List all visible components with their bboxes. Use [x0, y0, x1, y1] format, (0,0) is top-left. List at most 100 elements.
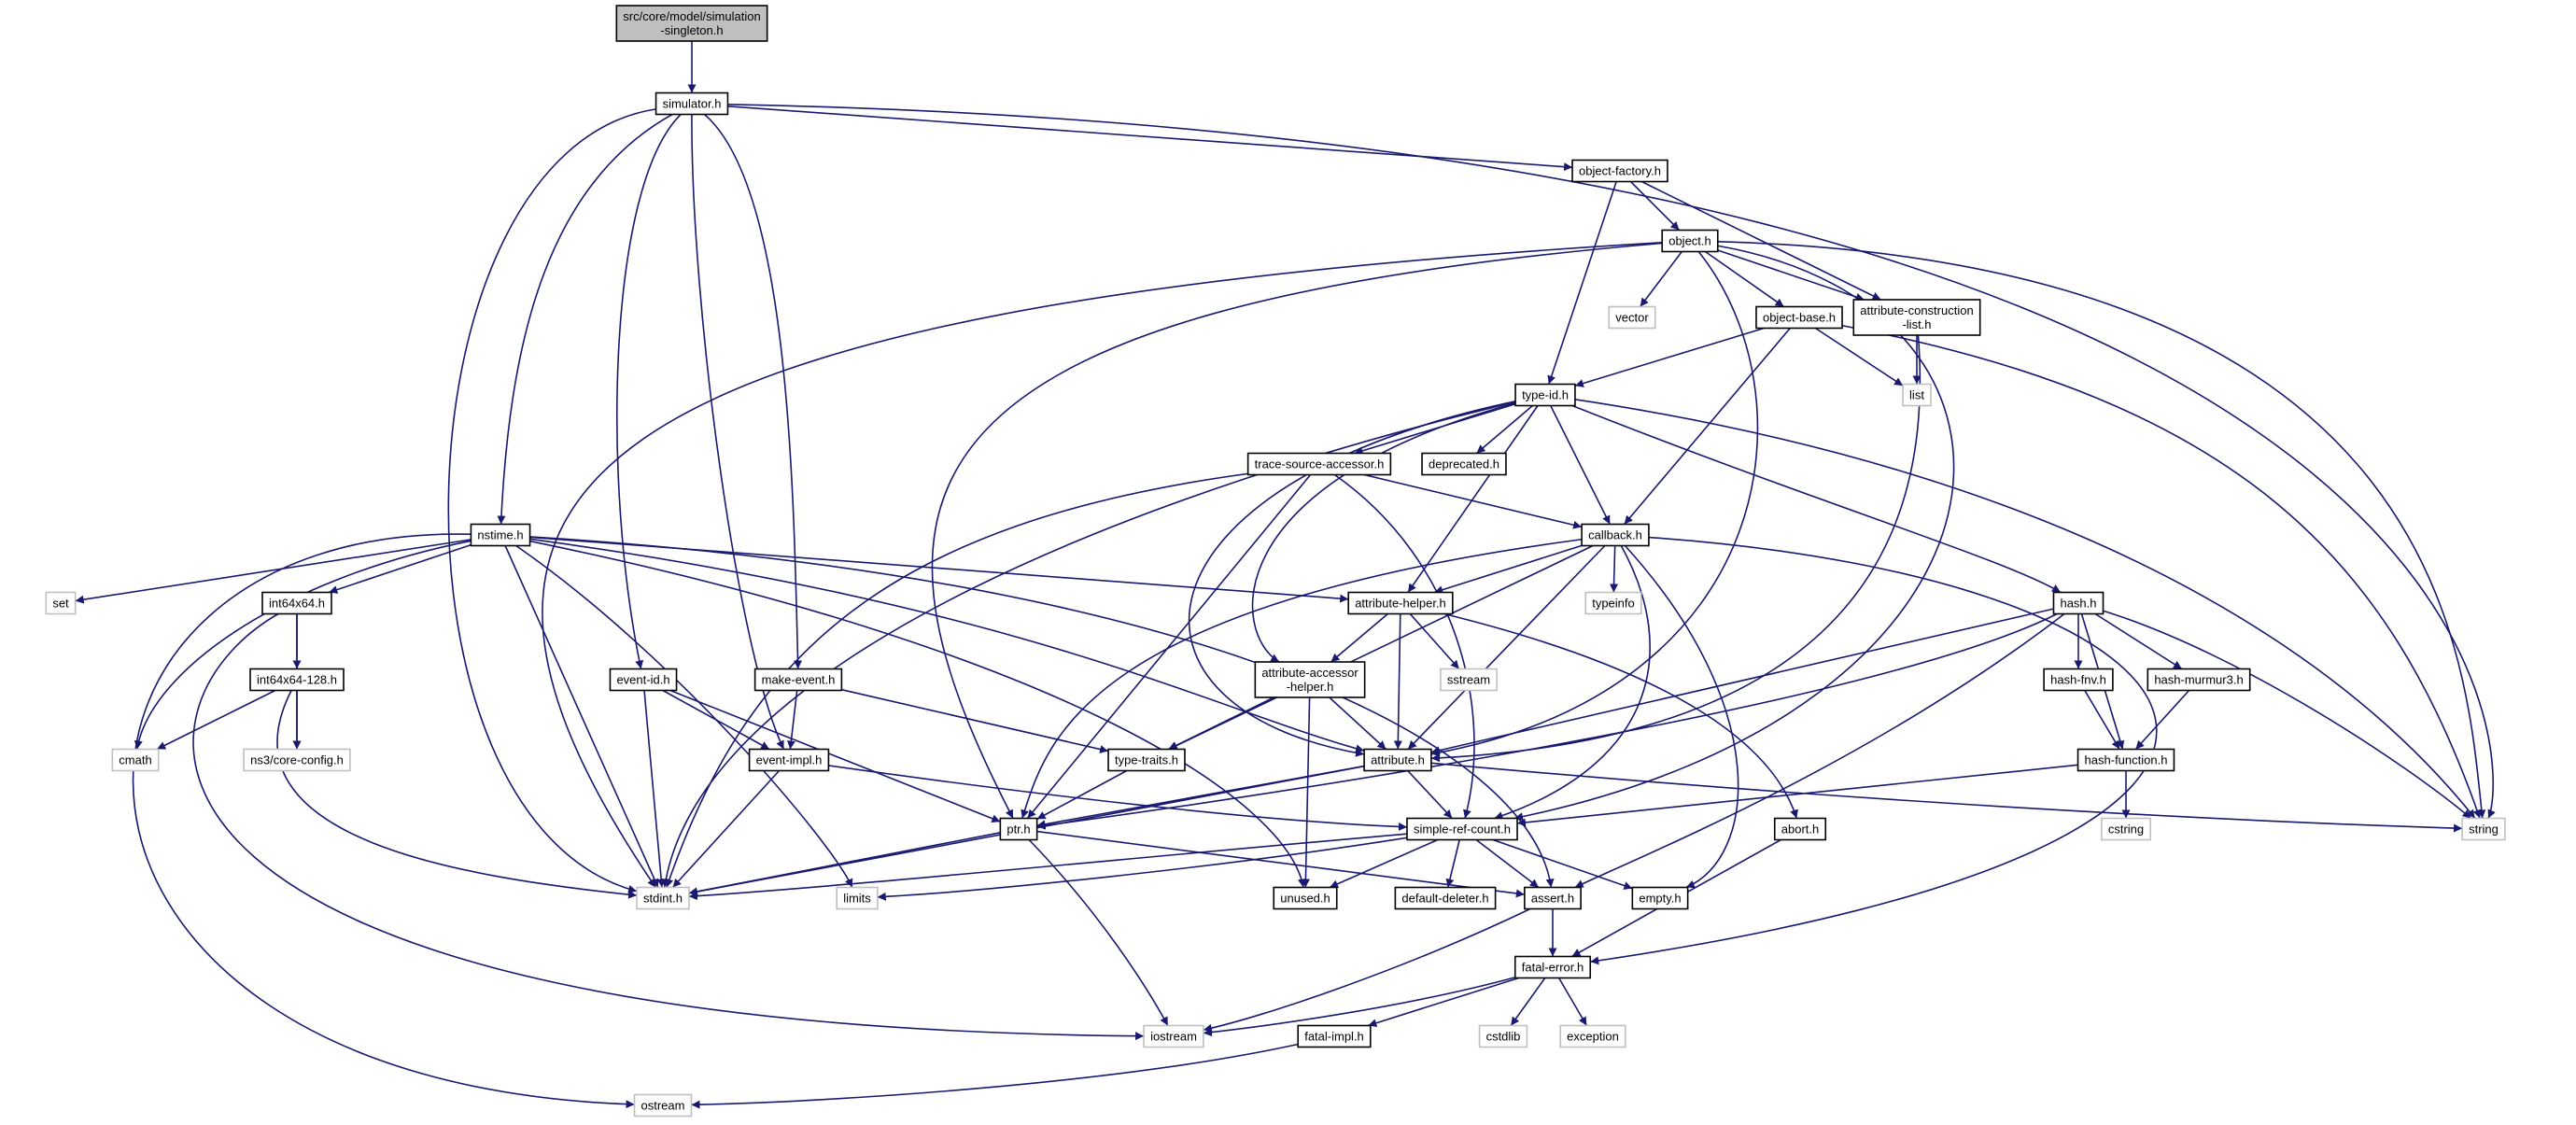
edge-object-to-stdint: [542, 241, 1663, 888]
node-deprecated[interactable]: deprecated.h: [1421, 452, 1507, 476]
node-label: fatal-impl.h: [1304, 1030, 1364, 1044]
node-label: stdint.h: [643, 892, 683, 906]
node-box: [2461, 817, 2506, 841]
node-box: [655, 91, 729, 116]
edge-attr-helper-to-abort: [1443, 612, 1798, 819]
node-hash[interactable]: hash.h: [2052, 591, 2104, 615]
node-trace-src[interactable]: trace-source-accessor.h: [1246, 452, 1392, 476]
node-empty[interactable]: empty.h: [1631, 886, 1689, 910]
node-ptr[interactable]: ptr.h: [999, 817, 1038, 841]
node-label: ostream: [641, 1099, 685, 1113]
node-label: src/core/model/simulation: [623, 9, 760, 23]
edge-trace-src-to-simple-ref: [1333, 473, 1475, 819]
node-label: hash.h: [2060, 597, 2096, 611]
node-attr-acc[interactable]: attribute-accessor-helper.h: [1254, 661, 1366, 698]
edge-fatal-impl-to-ostream: [691, 1043, 1299, 1109]
edge-event-id-to-ptr: [669, 689, 1001, 823]
node-unused[interactable]: unused.h: [1273, 886, 1338, 910]
node-label: attribute-helper.h: [1355, 597, 1446, 611]
node-label: assert.h: [1531, 892, 1574, 906]
node-box: [615, 5, 768, 42]
node-label: object.h: [1668, 234, 1711, 248]
edge-hash-to-string: [2103, 610, 2471, 820]
node-label: empty.h: [1639, 892, 1681, 906]
node-label: -helper.h: [1287, 680, 1334, 694]
edge-object-base-to-list: [1815, 327, 1904, 387]
node-attribute[interactable]: attribute.h: [1363, 748, 1432, 772]
node-type-traits[interactable]: type-traits.h: [1107, 748, 1186, 772]
edge-simulator-to-event-impl: [691, 114, 785, 750]
edge-attr-constr-to-attribute: [1430, 334, 1921, 763]
node-box: [1421, 452, 1507, 476]
node-object-factory[interactable]: object-factory.h: [1571, 159, 1668, 183]
node-nstime[interactable]: nstime.h: [470, 523, 531, 547]
edge-nstime-to-cmath: [134, 540, 472, 750]
node-assert[interactable]: assert.h: [1524, 886, 1582, 910]
node-label: vector: [1615, 311, 1649, 325]
node-object[interactable]: object.h: [1661, 229, 1719, 253]
node-hash-function[interactable]: hash-function.h: [2076, 748, 2175, 772]
node-event-id[interactable]: event-id.h: [609, 668, 678, 692]
node-fatal-error[interactable]: fatal-error.h: [1513, 955, 1592, 979]
node-vector: vector: [1608, 305, 1656, 330]
node-box: [609, 668, 678, 692]
node-simulator[interactable]: simulator.h: [655, 91, 729, 116]
node-root[interactable]: src/core/model/simulation-singleton.h: [615, 5, 768, 42]
edge-event-impl-to-stdint: [671, 769, 781, 889]
node-label: attribute.h: [1371, 753, 1425, 767]
node-label: abort.h: [1781, 823, 1819, 837]
node-label: typeinfo: [1592, 597, 1635, 611]
edge-nstime-to-limits: [515, 544, 853, 888]
edge-nstime-to-set: [75, 539, 472, 604]
node-int64x64[interactable]: int64x64.h: [261, 591, 332, 615]
node-box: [1571, 159, 1668, 183]
node-label: hash-function.h: [2085, 753, 2168, 767]
node-make-event[interactable]: make-event.h: [753, 668, 843, 692]
node-hash-fnv[interactable]: hash-fnv.h: [2043, 668, 2114, 692]
node-box: [1608, 305, 1656, 330]
node-object-base[interactable]: object-base.h: [1755, 305, 1843, 330]
node-hash-murmur[interactable]: hash-murmur3.h: [2147, 668, 2251, 692]
edge-object-factory-to-object: [1629, 180, 1681, 232]
node-box: [1661, 229, 1719, 253]
node-callback[interactable]: callback.h: [1581, 523, 1650, 547]
node-box: [753, 668, 843, 692]
node-default-deleter[interactable]: default-deleter.h: [1394, 886, 1497, 910]
node-list: list: [1902, 383, 1932, 407]
node-label: int64x64-128.h: [257, 673, 337, 687]
edge-hash-to-assert: [1574, 612, 2065, 889]
edge-hash-to-hash-murmur: [2094, 612, 2183, 670]
node-int128[interactable]: int64x64-128.h: [249, 668, 345, 692]
node-simple-ref[interactable]: simple-ref-count.h: [1406, 817, 1518, 841]
node-label: set: [52, 597, 69, 611]
node-type-id[interactable]: type-id.h: [1514, 383, 1576, 407]
node-label: hash-fnv.h: [2050, 673, 2106, 687]
edge-trace-src-to-stdint: [665, 472, 1248, 888]
node-box: [1273, 886, 1338, 910]
node-box: [2052, 591, 2104, 615]
node-attr-constr[interactable]: attribute-construction-list.h: [1852, 299, 1981, 336]
node-label: attribute-accessor: [1261, 666, 1358, 680]
node-label: cmath: [119, 753, 151, 767]
node-iostream: iostream: [1143, 1024, 1204, 1048]
node-label: -singleton.h: [660, 23, 723, 37]
node-fatal-impl[interactable]: fatal-impl.h: [1297, 1024, 1372, 1048]
edge-int64x64-to-iostream: [192, 612, 1145, 1041]
node-abort[interactable]: abort.h: [1773, 817, 1827, 841]
edge-callback-to-simple-ref: [1494, 545, 1651, 820]
node-event-impl[interactable]: event-impl.h: [748, 748, 830, 772]
edge-hash-to-attribute: [1430, 608, 2054, 755]
edge-object-to-string: [1717, 241, 2486, 819]
edge-object-base-to-type-id: [1574, 327, 1765, 387]
node-set: set: [45, 591, 77, 615]
node-box: [1852, 299, 1981, 336]
node-box: [1513, 955, 1592, 979]
edge-attr-helper-to-sstream: [1409, 612, 1460, 670]
edge-attr-acc-to-attribute: [1329, 696, 1387, 751]
node-box: [1524, 886, 1582, 910]
node-attr-helper[interactable]: attribute-helper.h: [1347, 591, 1454, 615]
edge-callback-to-attribute: [1407, 544, 1606, 751]
edge-nstime-to-attribute: [529, 538, 1365, 753]
edge-type-id-to-attr-helper: [1407, 405, 1539, 593]
